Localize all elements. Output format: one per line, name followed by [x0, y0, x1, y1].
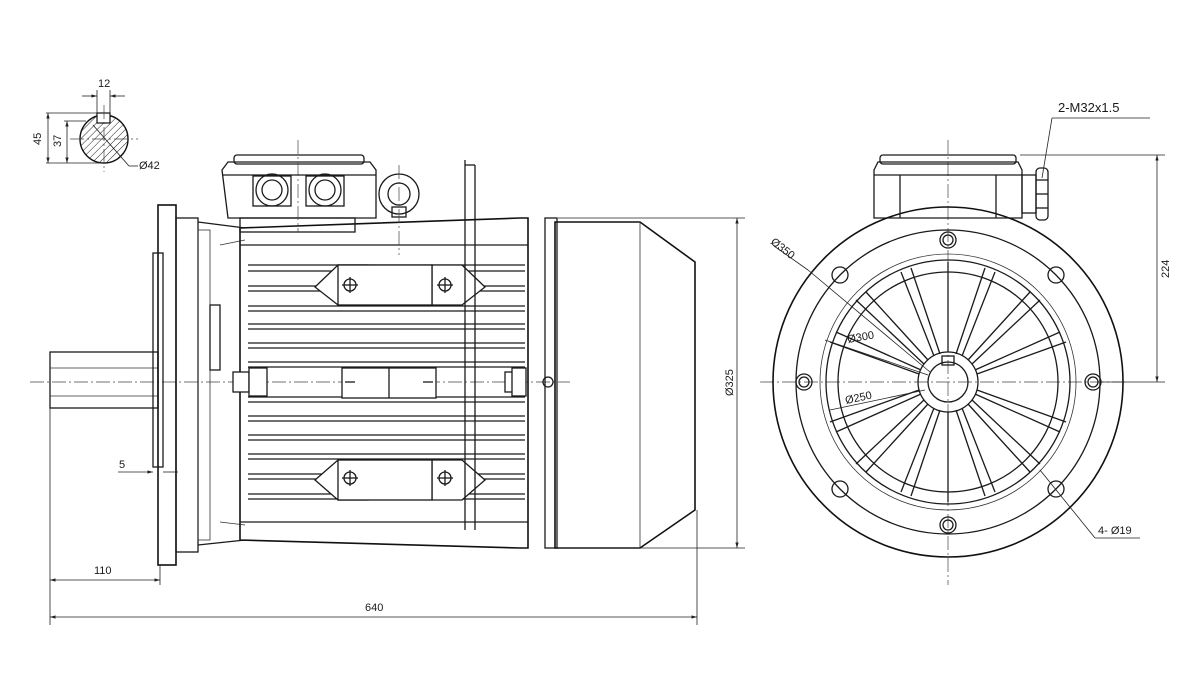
- shaft-diameter-label: Ø42: [139, 160, 160, 172]
- shaft-length-label: 110: [94, 565, 112, 577]
- key-width-label: 12: [98, 78, 110, 90]
- terminal-height-label: 224: [1160, 260, 1172, 278]
- pitch-diameter-label: Ø350: [768, 236, 797, 262]
- motor-side-view: [30, 140, 696, 566]
- housing-diameter-label: Ø325: [724, 369, 736, 396]
- side-view-dimensions: [49, 217, 745, 625]
- key-depth-label: 37: [52, 135, 64, 147]
- cable-gland-label: 2-M32x1.5: [1058, 100, 1119, 115]
- bolt-holes-label: 4- Ø19: [1098, 525, 1132, 537]
- spigot-dim-label: 5: [119, 459, 125, 471]
- shaft-height-label: 45: [32, 133, 44, 145]
- spigot-diameter-label: Ø250: [844, 390, 873, 407]
- motor-front-view: [760, 140, 1125, 585]
- overall-length-label: 640: [365, 602, 383, 614]
- front-view-dimensions: [773, 117, 1165, 539]
- flange-inner-label: Ø300: [846, 329, 875, 345]
- shaft-section-detail: [46, 90, 138, 172]
